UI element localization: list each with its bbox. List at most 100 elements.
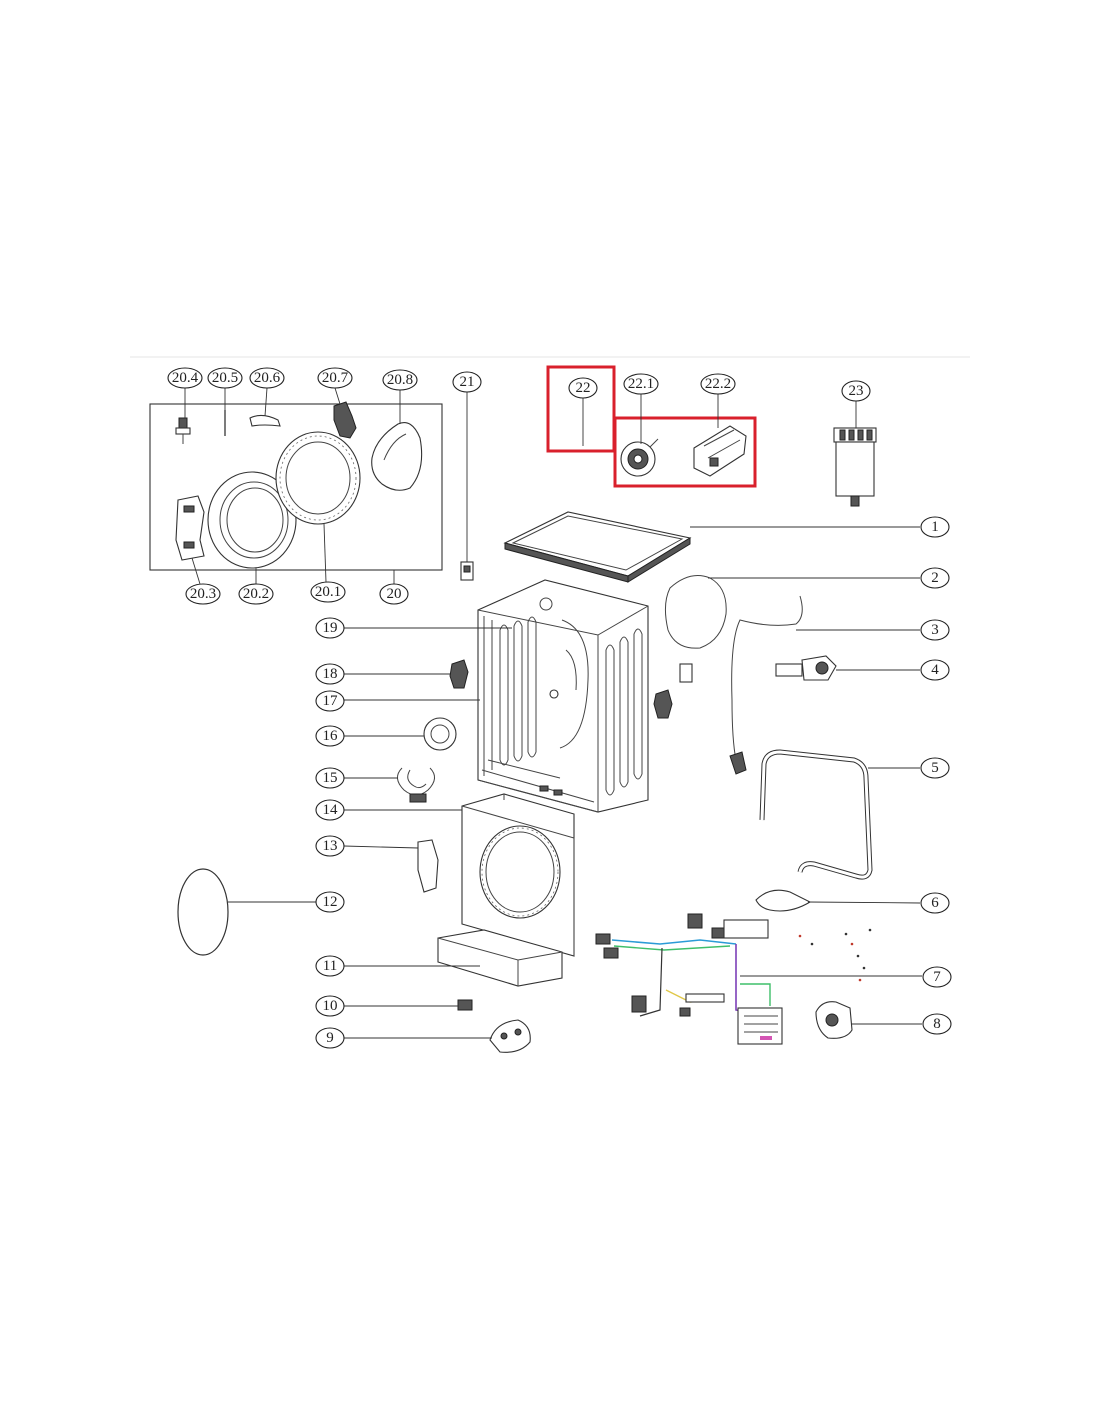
callout-19: 19 bbox=[315, 617, 345, 639]
side-clip bbox=[679, 663, 693, 683]
part-21-clip-inner bbox=[463, 565, 471, 573]
part-8-pump bbox=[815, 1001, 853, 1039]
callout-20-2: 20.2 bbox=[238, 583, 274, 605]
part-16-ring bbox=[423, 717, 457, 751]
part-22-1-pressure-switch bbox=[620, 438, 659, 477]
leader-20-7 bbox=[334, 387, 341, 405]
svg-text:20.6: 20.6 bbox=[254, 370, 281, 386]
part-15-clamp bbox=[397, 767, 435, 803]
callout-22-2: 22.2 bbox=[700, 373, 736, 395]
part-20-1-inner-frame bbox=[275, 431, 361, 525]
callout-18: 18 bbox=[315, 663, 345, 685]
callout-2: 2 bbox=[920, 567, 950, 589]
callout-23: 23 bbox=[841, 380, 871, 402]
callout-20: 20 bbox=[379, 583, 409, 605]
part-3-hose-end bbox=[729, 751, 747, 775]
svg-text:3: 3 bbox=[931, 622, 939, 638]
svg-text:20.3: 20.3 bbox=[190, 586, 216, 602]
callout-5: 5 bbox=[920, 757, 950, 779]
callout-9: 9 bbox=[315, 1027, 345, 1049]
svg-text:16: 16 bbox=[323, 728, 339, 744]
callout-22: 22 bbox=[568, 377, 598, 399]
part-2-gasket bbox=[664, 575, 727, 649]
callout-20-6: 20.6 bbox=[249, 367, 285, 389]
svg-text:18: 18 bbox=[323, 666, 338, 682]
part-7-wiring-harness bbox=[595, 913, 872, 1045]
part-11-drawer bbox=[437, 929, 563, 987]
callout-17: 17 bbox=[315, 690, 345, 712]
callout-10: 10 bbox=[315, 995, 345, 1017]
part-20-8-glass-inner bbox=[383, 433, 407, 461]
leader-13 bbox=[343, 845, 419, 849]
part-9-pump-cover bbox=[489, 1019, 531, 1053]
door-group-frame bbox=[149, 403, 443, 571]
svg-text:20.7: 20.7 bbox=[322, 370, 349, 386]
part-5-drain-hose-inner bbox=[760, 750, 872, 879]
leader-20-3 bbox=[191, 557, 201, 585]
callout-20-8: 20.8 bbox=[382, 369, 418, 391]
callout-11: 11 bbox=[315, 955, 345, 977]
callout-8: 8 bbox=[922, 1013, 952, 1035]
svg-text:19: 19 bbox=[323, 620, 338, 636]
callout-20-7: 20.7 bbox=[317, 367, 353, 389]
part-18-clip bbox=[449, 659, 469, 689]
svg-text:12: 12 bbox=[323, 894, 338, 910]
part-14-front-panel bbox=[461, 793, 575, 957]
svg-text:20: 20 bbox=[387, 586, 402, 602]
callout-3: 3 bbox=[920, 619, 950, 641]
svg-text:10: 10 bbox=[323, 998, 338, 1014]
part-1-top-cover bbox=[503, 511, 692, 583]
part-12-seal bbox=[177, 868, 229, 956]
svg-text:2: 2 bbox=[931, 570, 939, 586]
svg-text:6: 6 bbox=[931, 895, 939, 911]
part-10-cap bbox=[457, 999, 473, 1011]
callout-15: 15 bbox=[315, 767, 345, 789]
callout-20-4: 20.4 bbox=[167, 367, 203, 389]
leader-20-1 bbox=[323, 523, 327, 583]
part-5-drain-hose bbox=[759, 749, 873, 880]
callout-4: 4 bbox=[920, 659, 950, 681]
svg-text:1: 1 bbox=[931, 519, 939, 535]
svg-text:13: 13 bbox=[323, 838, 338, 854]
callout-21: 21 bbox=[452, 371, 482, 393]
cabinet-body bbox=[477, 579, 649, 813]
svg-text:17: 17 bbox=[323, 693, 339, 709]
svg-text:7: 7 bbox=[933, 969, 941, 985]
svg-text:23: 23 bbox=[849, 383, 864, 399]
svg-text:22.1: 22.1 bbox=[628, 376, 654, 392]
callout-22-1: 22.1 bbox=[623, 373, 659, 395]
svg-text:21: 21 bbox=[460, 374, 475, 390]
svg-text:11: 11 bbox=[323, 958, 337, 974]
callout-16: 16 bbox=[315, 725, 345, 747]
svg-text:4: 4 bbox=[931, 662, 939, 678]
callout-14: 14 bbox=[315, 799, 345, 821]
highlight-box-22-parts bbox=[613, 416, 757, 488]
part-20-2-outer-ring bbox=[207, 471, 297, 569]
svg-text:20.8: 20.8 bbox=[387, 372, 413, 388]
part-20-4-clip bbox=[175, 417, 191, 444]
part-13-bracket bbox=[417, 839, 439, 893]
leader-6 bbox=[807, 901, 921, 904]
part-20-8-glass bbox=[371, 422, 423, 491]
svg-text:8: 8 bbox=[933, 1016, 941, 1032]
svg-text:22: 22 bbox=[576, 380, 591, 396]
part-20-6-handle bbox=[249, 414, 281, 427]
callout-20-1: 20.1 bbox=[310, 581, 346, 603]
callout-12: 12 bbox=[315, 891, 345, 913]
part-20-7-latch bbox=[333, 401, 357, 439]
part-6-clamp bbox=[755, 889, 812, 912]
callout-20-3: 20.3 bbox=[185, 583, 221, 605]
svg-text:20.1: 20.1 bbox=[315, 584, 341, 600]
svg-text:22.2: 22.2 bbox=[705, 376, 731, 392]
svg-text:9: 9 bbox=[326, 1030, 334, 1046]
callout-20-5: 20.5 bbox=[207, 367, 243, 389]
callout-13: 13 bbox=[315, 835, 345, 857]
callout-6: 6 bbox=[920, 892, 950, 914]
callout-1: 1 bbox=[920, 516, 950, 538]
leader-20-6 bbox=[264, 387, 268, 417]
svg-text:14: 14 bbox=[323, 802, 339, 818]
svg-text:20.2: 20.2 bbox=[243, 586, 269, 602]
svg-text:15: 15 bbox=[323, 770, 338, 786]
part-23-filter bbox=[833, 427, 877, 507]
